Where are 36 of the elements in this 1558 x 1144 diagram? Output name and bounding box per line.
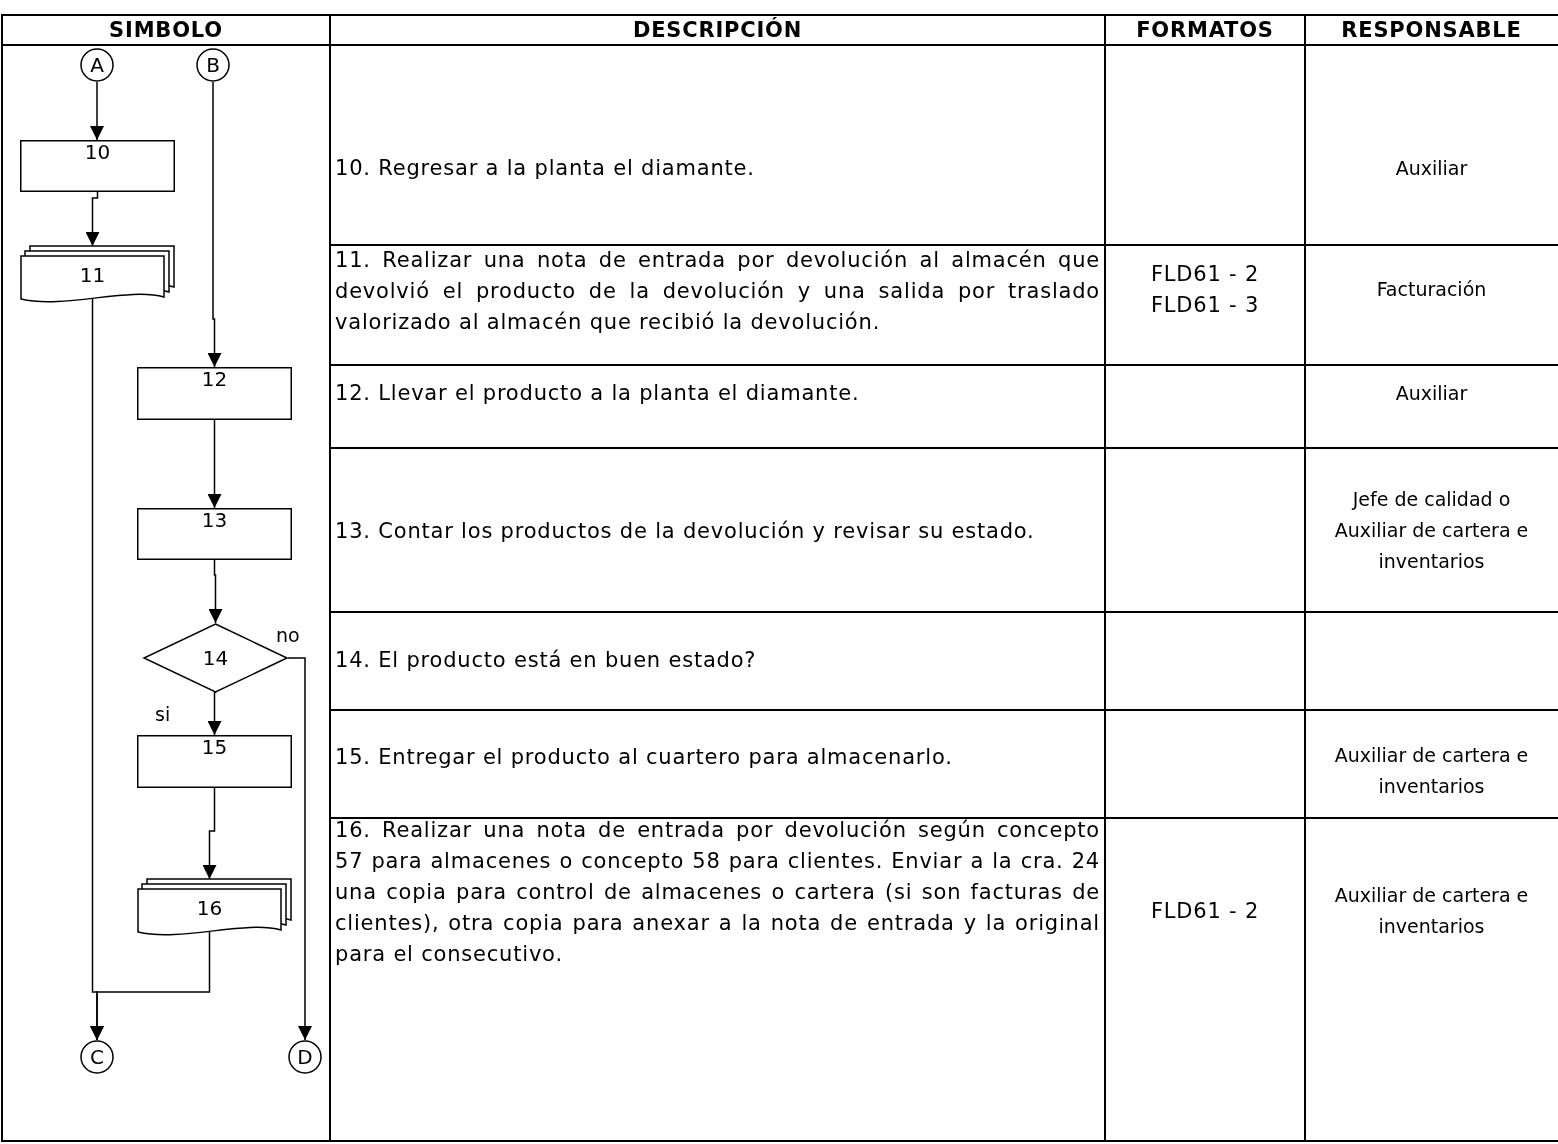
arrow xyxy=(207,81,222,368)
responsible-role: Facturación xyxy=(1375,277,1488,302)
format-code: FLD61 - 2 xyxy=(1149,261,1261,288)
column-header: RESPONSABLE xyxy=(1340,17,1523,44)
step-description: 12. Llevar el producto a la planta el diamante. xyxy=(335,380,861,407)
arrow xyxy=(207,419,222,509)
process-box: 15 xyxy=(137,735,292,788)
step-description: 10. Regresar a la planta el diamante. xyxy=(335,155,756,182)
arrow xyxy=(208,559,223,624)
column-header: DESCRIPCIÓN xyxy=(631,16,804,44)
step-description: 15. Entregar el producto al cuartero para almacenarlo. xyxy=(335,744,954,771)
step-description: 16. Realizar una nota de entrada por devolución según concepto 57 para almacenes o concepto 58 para clientes. Enviar a la cra. 24 una copia para control de almacenes o cartera (si son facturas de clientes), otra copia para anexar a la nota de entrada y la original para el consecutivo. xyxy=(335,817,1100,968)
arrow xyxy=(85,191,100,247)
responsible-role: Auxiliar de cartera e inventarios xyxy=(1333,883,1530,939)
responsible-role: Auxiliar xyxy=(1394,381,1469,406)
column-header: SIMBOLO xyxy=(108,17,224,44)
step-description: 13. Contar los productos de la devolución y revisar su estado. xyxy=(335,518,1036,545)
format-code: FLD61 - 3 xyxy=(1149,292,1261,319)
process-box: 12 xyxy=(137,367,292,420)
connector-circle: B xyxy=(196,48,230,82)
responsible-role: Auxiliar xyxy=(1394,156,1469,181)
connector-circle: D xyxy=(288,1040,322,1074)
process-box: 10 xyxy=(20,140,175,192)
process-box: 13 xyxy=(137,508,292,560)
column-header: FORMATOS xyxy=(1135,17,1275,44)
arrow xyxy=(90,931,211,1041)
arrow xyxy=(90,81,104,141)
connector-circle: C xyxy=(80,1040,114,1074)
step-description: 14. El producto está en buen estado? xyxy=(335,647,758,674)
connector-circle: A xyxy=(80,48,114,82)
responsible-role: Jefe de calidad o Auxiliar de cartera e inventarios xyxy=(1333,487,1530,574)
arrow xyxy=(287,657,312,1041)
arrow xyxy=(202,787,217,880)
format-code: FLD61 - 2 xyxy=(1149,898,1261,925)
responsible-role: Auxiliar de cartera e inventarios xyxy=(1333,743,1530,799)
step-description: 11. Realizar una nota de entrada por devolución al almacén que devolvió el producto de la devolución y una salida por traslado valorizado al almacén que recibió la devolución. xyxy=(335,247,1100,336)
